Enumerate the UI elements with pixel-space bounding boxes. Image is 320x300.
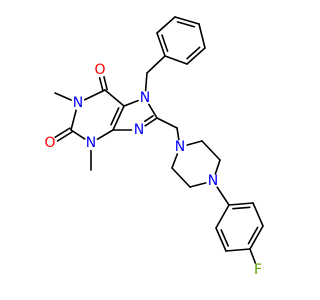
bond-cb1-cb2-a [156, 32, 166, 57]
bond-ca3-ca4-b [247, 226, 259, 245]
bond-ca6-ca1 [215, 204, 230, 229]
atom-label-f: F [254, 262, 262, 278]
bond-cb5-cb6-a [186, 47, 206, 65]
bond-cb3-cb4-b [176, 21, 196, 28]
bond-ca1-ca2-a [228, 202, 254, 206]
atom-label-o2: O [44, 135, 55, 151]
bond-c8-ch2p [156, 117, 178, 129]
bond-c6-n1 [83, 89, 106, 101]
bond-c2-o2-a [54, 127, 71, 138]
bond-cb1-cb2-b [161, 34, 169, 53]
bond-c2-o2-b [56, 131, 73, 142]
bond-c4-c5-b [110, 107, 120, 126]
atom-f: F [254, 262, 262, 278]
bond-cp6-np1 [171, 153, 179, 169]
atom-o2: O [44, 135, 55, 151]
bond-cp3-np4 [214, 159, 221, 175]
atom-n9: N [134, 122, 144, 138]
bond-c4-c5-a [112, 105, 125, 131]
bond-ca5-ca6-b [220, 229, 229, 247]
atom-label-np1: N [175, 139, 185, 155]
bond-ca1-ca2-b [232, 206, 251, 210]
atom-label-np4: N [208, 173, 218, 189]
bond-n1-c2 [70, 109, 77, 131]
atom-label-n9: N [134, 122, 144, 138]
bond-c6-o6-b [98, 77, 104, 92]
bond-c5-c6 [104, 89, 125, 107]
bond-ca3-ca4-a [249, 225, 264, 250]
bond-ca4-f [249, 248, 257, 264]
bond-cb4-cb5 [198, 23, 206, 49]
bond-np4-ca1 [216, 186, 230, 206]
atom-n1: N [73, 95, 83, 111]
bond-cb6-cb1 [164, 55, 188, 65]
bond-c8-n9-b [143, 115, 154, 123]
atom-label-n3: N [86, 135, 96, 151]
bond-c6-o6-a [103, 75, 108, 91]
bond-cb2-cb3 [156, 16, 176, 34]
atom-np4: N [208, 173, 218, 189]
bond-layer [54, 16, 264, 264]
bond-c8-n9-a [144, 117, 158, 127]
bond-n3-c4 [96, 129, 114, 140]
bond-ca5-ca6-a [215, 227, 227, 252]
atom-n3: N [86, 135, 96, 151]
bond-n7-ch2b [144, 72, 148, 92]
bond-c2-n3 [70, 129, 86, 140]
atom-label-o6: O [94, 62, 105, 78]
bond-np4-cp5 [189, 182, 207, 188]
bond-ch2b-cb1 [146, 55, 166, 74]
atom-label-n1: N [73, 95, 83, 111]
bond-ca4-ca5 [225, 248, 251, 252]
bond-ch2p-np1 [176, 127, 180, 141]
bond-ca2-ca3 [252, 202, 264, 227]
atom-np1: N [175, 139, 185, 155]
atom-o6: O [94, 62, 105, 78]
bond-c5-n7 [123, 99, 139, 107]
bond-cb3-cb4-a [174, 16, 200, 25]
bond-n7-c8 [148, 103, 158, 119]
bond-np1-cp2 [186, 140, 203, 146]
bond-cb5-cb6-b [186, 46, 201, 60]
bond-cp5-cp6 [171, 167, 191, 188]
atom-label-n7: N [140, 90, 150, 106]
bond-cp2-cp3 [201, 140, 221, 161]
bond-n1-me1 [54, 92, 72, 101]
atom-n7: N [140, 90, 150, 106]
